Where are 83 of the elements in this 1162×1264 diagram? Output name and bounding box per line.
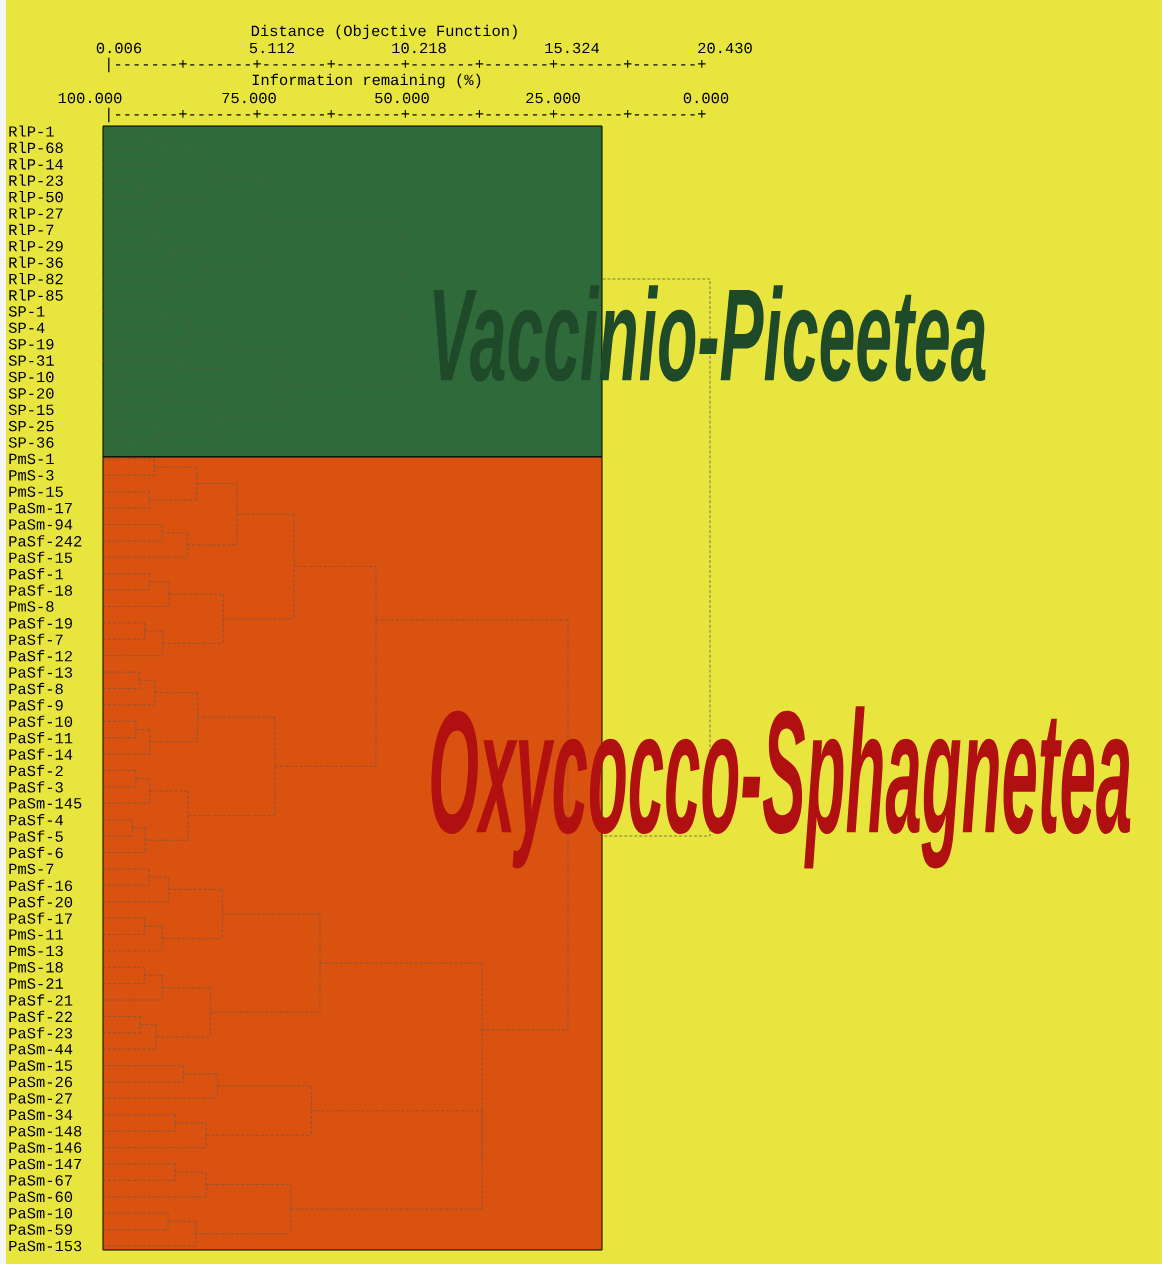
tick-label: 20.430 — [698, 42, 752, 54]
tick-label: 0.006 — [96, 42, 142, 54]
sample-label: RlP-14 — [9, 158, 63, 170]
sample-label: SP-25 — [8, 420, 54, 432]
axis-title: Information remaining (%) — [252, 73, 481, 89]
sample-label: PaSm-34 — [9, 1109, 73, 1121]
sample-label: RlP-50 — [9, 190, 63, 203]
sample-label: PaSf-14 — [9, 748, 73, 760]
sample-label: PaSf-9 — [9, 699, 63, 711]
axis-title: Distance (Objective Function) — [251, 24, 517, 40]
sample-label: PaSm-44 — [9, 1043, 73, 1055]
tick-label: 5.112 — [249, 42, 295, 54]
sample-label: PaSf-19 — [9, 617, 72, 629]
tick-label: 10.218 — [392, 42, 446, 54]
sample-label: PaSf-4 — [9, 814, 63, 826]
tick-label: 50.000 — [375, 92, 429, 104]
sample-label: RlP-23 — [9, 174, 63, 186]
sample-label: PaSm-27 — [9, 1093, 72, 1104]
sample-label: PmS-3 — [9, 470, 54, 481]
sample-label: PaSm-94 — [9, 519, 73, 530]
sample-label: PmS-7 — [9, 863, 54, 875]
sample-label: RlP-29 — [9, 240, 63, 252]
sample-label: PaSf-1 — [9, 568, 64, 580]
sample-label: PaSf-17 — [9, 912, 72, 924]
sample-label: RlP-36 — [9, 256, 63, 268]
sample-label: PaSf-11 — [9, 732, 73, 744]
tick-label: 100.000 — [58, 92, 122, 104]
sample-label: PmS-18 — [9, 962, 63, 973]
sample-label: PaSf-18 — [9, 584, 73, 596]
tick-label: 25.000 — [526, 92, 580, 104]
sample-label: PaSf-2 — [9, 764, 63, 777]
sample-label: SP-31 — [8, 355, 54, 366]
axis-scale: |-------+-------+-------+-------+-------+-------+-------+-------+ — [108, 57, 706, 73]
sample-label: PaSm-17 — [9, 502, 72, 514]
sample-label: PaSm-148 — [9, 1125, 82, 1137]
sample-label: RlP-85 — [9, 289, 63, 301]
sample-label: SP-19 — [8, 338, 54, 350]
sample-label: PmS-11 — [9, 929, 64, 940]
sample-label: PmS-15 — [9, 486, 63, 497]
sample-label: PaSm-26 — [9, 1076, 73, 1088]
tick-label: 75.000 — [222, 92, 276, 104]
sample-label: PaSf-8 — [9, 682, 63, 695]
sample-label: PaSf-13 — [9, 666, 73, 678]
sample-label: SP-1 — [8, 306, 45, 317]
sample-label: SP-10 — [8, 371, 54, 383]
sample-label: PaSf-5 — [9, 830, 63, 842]
sample-label: PaSf-7 — [9, 633, 63, 645]
sample-label: RlP-68 — [9, 141, 63, 154]
sample-label: RlP-7 — [9, 223, 54, 235]
sample-label: PaSf-23 — [9, 1027, 73, 1039]
sample-label: PmS-1 — [9, 453, 54, 465]
sample-label: PaSf-21 — [9, 994, 73, 1006]
sample-label: PaSm-67 — [9, 1175, 72, 1186]
tick-label: 15.324 — [545, 42, 599, 54]
sample-label: PaSm-147 — [9, 1158, 82, 1170]
sample-label: PmS-8 — [9, 601, 54, 612]
sample-label: SP-4 — [8, 322, 45, 334]
sample-label: PaSm-145 — [9, 798, 82, 809]
tick-label: 0.000 — [683, 92, 729, 104]
sample-label: SP-15 — [8, 404, 54, 416]
sample-label: PaSm-59 — [9, 1224, 72, 1235]
sample-label: SP-20 — [8, 388, 54, 399]
sample-label: PaSf-242 — [9, 535, 82, 547]
sample-label: PmS-13 — [9, 945, 63, 957]
sample-label: PaSm-10 — [9, 1207, 73, 1219]
sample-label: PaSf-10 — [9, 715, 73, 727]
sample-label: PaSm-15 — [9, 1060, 73, 1071]
sample-label: PaSm-60 — [9, 1191, 73, 1203]
sample-label: RlP-82 — [9, 272, 63, 285]
sample-label: PaSf-3 — [9, 781, 63, 793]
sample-label: RlP-27 — [9, 207, 63, 219]
sample-label: SP-36 — [8, 437, 54, 448]
sample-label: PaSf-20 — [9, 896, 73, 908]
sample-label: PaSf-16 — [9, 879, 73, 891]
sample-label: PaSf-22 — [9, 1010, 72, 1023]
sample-label: PmS-21 — [9, 978, 64, 989]
sample-label: PaSf-15 — [9, 551, 73, 563]
sample-label: PaSm-146 — [9, 1142, 82, 1153]
connector-line — [602, 278, 711, 837]
sample-label: RlP-1 — [9, 125, 54, 137]
sample-label: PaSf-12 — [9, 650, 72, 662]
sample-label: PaSm-153 — [9, 1240, 82, 1252]
sample-label: PaSf-6 — [9, 846, 63, 859]
